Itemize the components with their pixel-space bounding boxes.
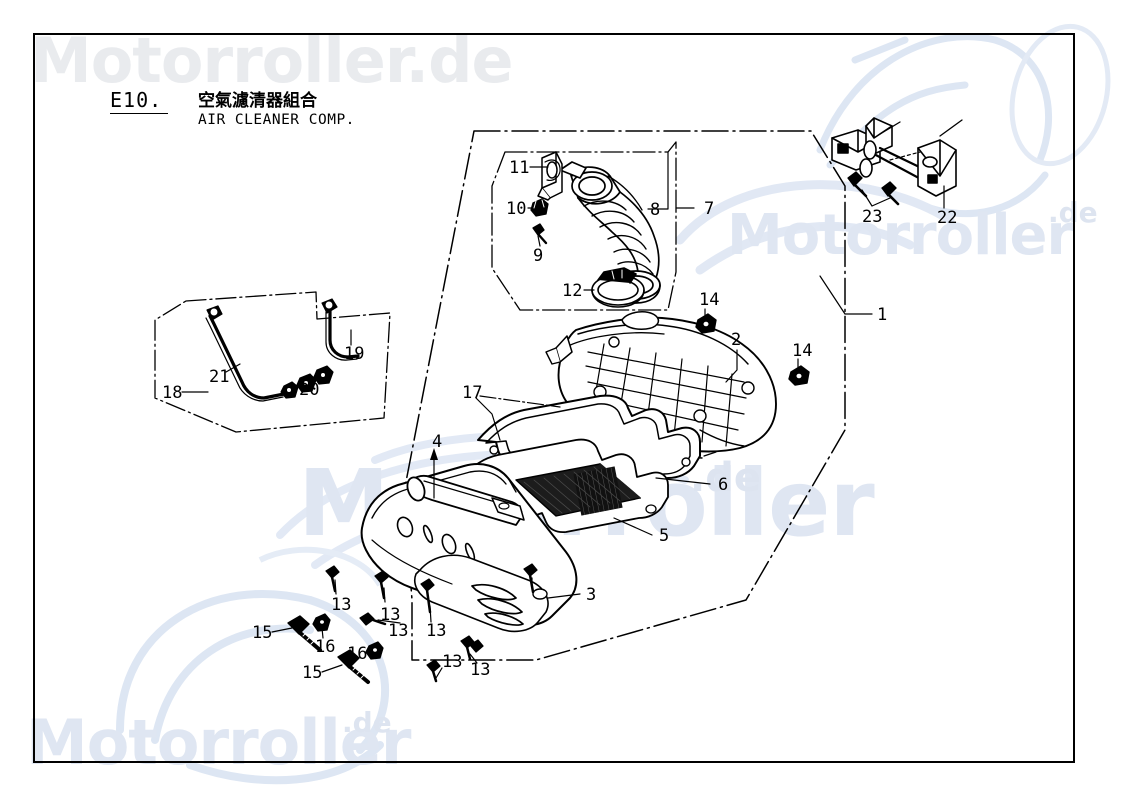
breather-hose-short-19 <box>321 298 360 361</box>
callout-15-b: 15 <box>302 663 322 683</box>
callout-16-b: 16 <box>347 644 367 664</box>
hose-clamps-20 <box>280 365 334 399</box>
callout-8: 8 <box>650 200 660 220</box>
callout-19: 19 <box>344 344 364 364</box>
duct-screw-9 <box>532 223 548 245</box>
callout-13-e: 13 <box>442 652 462 672</box>
callout-13-f: 13 <box>470 660 490 680</box>
callout-20: 20 <box>299 380 319 400</box>
mounting-grommet-14-a <box>695 313 717 334</box>
callout-21: 21 <box>209 367 229 387</box>
breather-hose-long-21 <box>205 305 286 402</box>
callout-1: 1 <box>877 305 887 325</box>
duct-subassembly-boundary-7 <box>491 141 677 311</box>
callout-6: 6 <box>718 475 728 495</box>
duct-clip-nut-10 <box>530 198 549 217</box>
leader-9 <box>537 235 541 247</box>
hose-band-clamp-12 <box>591 267 645 308</box>
callout-14-b: 14 <box>792 341 812 361</box>
title-cjk: 空氣濾清器組合 <box>198 91 317 111</box>
callout-22: 22 <box>937 208 957 228</box>
collar-16-b <box>365 641 384 660</box>
callout-4: 4 <box>432 432 442 452</box>
drawing-frame-border <box>33 33 1075 763</box>
bracket-bolt-23 <box>847 171 900 206</box>
callout-23: 23 <box>862 207 882 227</box>
duct-stay-clip-11 <box>537 151 563 201</box>
callout-15-a: 15 <box>252 623 272 643</box>
callout-5: 5 <box>659 526 669 546</box>
callout-11: 11 <box>509 158 529 178</box>
callout-14-a: 14 <box>699 290 719 310</box>
title-english: AIR CLEANER COMP. <box>198 112 355 128</box>
section-code: E10. <box>110 90 169 114</box>
callout-7: 7 <box>704 199 714 219</box>
callout-16-a: 16 <box>315 637 335 657</box>
callout-13-c: 13 <box>388 621 408 641</box>
callout-2: 2 <box>731 330 741 350</box>
callout-10: 10 <box>506 199 526 219</box>
callout-17: 17 <box>462 383 482 403</box>
callout-3: 3 <box>586 585 596 605</box>
callout-12: 12 <box>562 281 582 301</box>
callout-18: 18 <box>162 383 182 403</box>
title-block: E10. 空氣濾清器組合 AIR CLEANER COMP. <box>110 90 354 128</box>
hose-subassembly-boundary-18 <box>154 291 391 433</box>
callout-9: 9 <box>533 246 543 266</box>
bracket-stay-22 <box>831 117 963 197</box>
leader-8 <box>647 151 669 210</box>
callout-13-a: 13 <box>331 595 351 615</box>
callout-13-d: 13 <box>426 621 446 641</box>
mounting-grommet-14-b <box>788 365 810 386</box>
